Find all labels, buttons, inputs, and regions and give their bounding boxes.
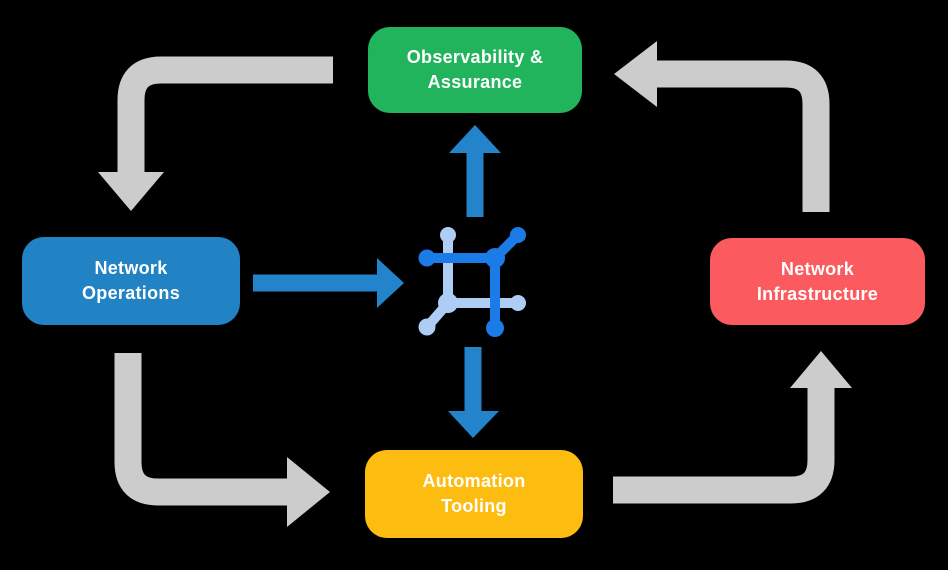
network-mesh-icon bbox=[418, 227, 526, 337]
arrow-bar bbox=[656, 60, 830, 212]
node-label: Network Operations bbox=[81, 258, 181, 303]
icon-node-top bbox=[440, 227, 456, 243]
icon-node-top-right bbox=[510, 227, 526, 243]
node-label: Automation Tooling bbox=[422, 471, 526, 516]
arrow-head-up bbox=[449, 125, 501, 153]
icon-junction-top-right bbox=[485, 248, 505, 268]
node-label: Observability & Assurance bbox=[406, 47, 544, 92]
icon-node-right bbox=[510, 295, 526, 311]
arrow-center-to-observability bbox=[449, 125, 501, 217]
arrow-operations-to-automation bbox=[114, 353, 330, 527]
node-network-infrastructure: Network Infrastructure bbox=[710, 238, 925, 325]
arrow-head-up bbox=[790, 351, 852, 388]
icon-junction-bottom-left bbox=[438, 293, 458, 313]
arrow-head-left bbox=[614, 41, 657, 107]
node-observability-assurance: Observability & Assurance bbox=[368, 27, 582, 113]
arrow-head-right bbox=[377, 258, 404, 308]
icon-node-bottom bbox=[486, 319, 504, 337]
arrow-automation-to-infrastructure bbox=[613, 351, 852, 504]
arrow-infrastructure-to-observability bbox=[614, 41, 830, 212]
arrow-head-down bbox=[448, 411, 499, 438]
arrow-observability-to-operations bbox=[98, 56, 333, 211]
icon-node-bottom-left bbox=[418, 318, 436, 336]
node-network-operations: Network Operations bbox=[22, 237, 240, 325]
node-label: Network Infrastructure bbox=[756, 258, 879, 304]
arrow-head-right bbox=[287, 457, 330, 527]
node-automation-tooling: Automation Tooling bbox=[365, 450, 583, 538]
arrow-bar bbox=[114, 353, 288, 506]
arrow-head-down bbox=[98, 172, 164, 211]
arrow-bar bbox=[117, 56, 333, 174]
arrow-center-to-automation bbox=[448, 347, 499, 438]
icon-node-left bbox=[418, 249, 436, 267]
arrow-operations-to-center bbox=[253, 258, 404, 308]
arrow-bar bbox=[613, 388, 835, 504]
